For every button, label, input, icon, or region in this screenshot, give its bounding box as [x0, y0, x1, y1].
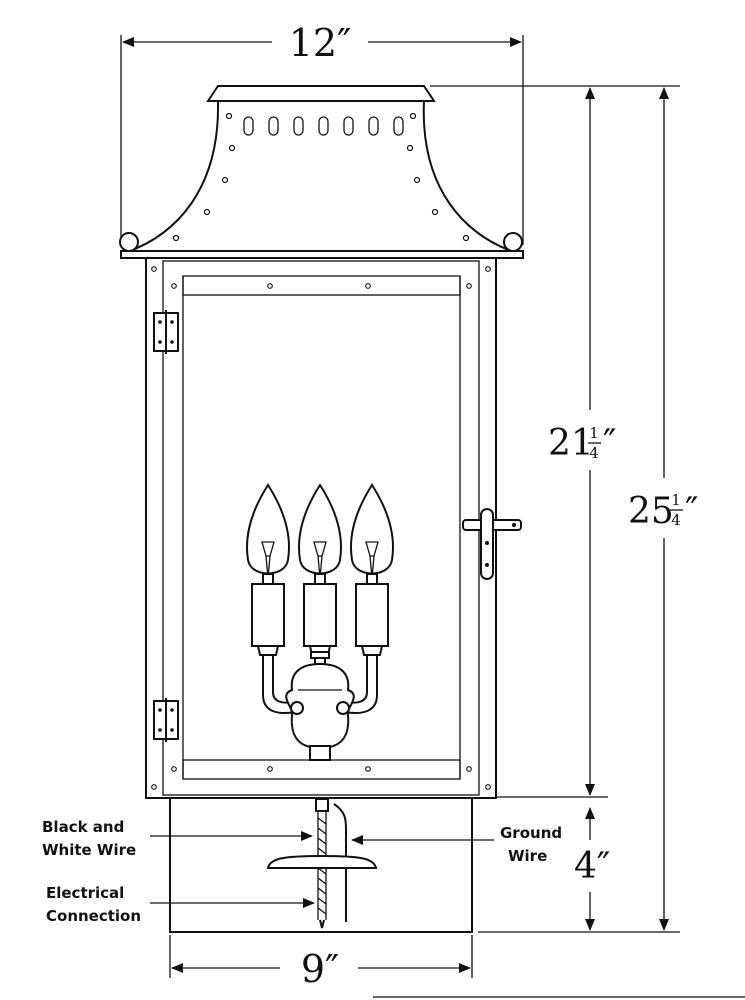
body-rivets: [151, 266, 491, 790]
conduit-nut: [315, 798, 329, 812]
vent-slot: [368, 116, 379, 136]
electrical-connection-label-line1: Electrical: [46, 884, 124, 902]
base-height-dimension: 4″: [574, 807, 610, 931]
vent-slot: [318, 116, 329, 136]
arm-right-outer: [343, 655, 378, 714]
candle-sleeve-center: [303, 583, 337, 647]
center-ring: [310, 651, 330, 659]
hinge-plate: [165, 312, 179, 352]
arm-joint-right: [336, 701, 350, 715]
candle-cup: [360, 645, 384, 656]
vent-slot: [243, 116, 254, 136]
electrical-connection-label-line2: Connection: [46, 907, 141, 925]
socket-neck: [314, 573, 326, 585]
roof-rivets: [172, 112, 470, 242]
door-latch: [462, 508, 522, 580]
bulb-left: [246, 483, 290, 575]
roof-vent-slots: [243, 116, 404, 136]
conduit-tip: [319, 919, 325, 929]
base-height-label: 4″: [574, 846, 610, 887]
socket-neck: [262, 573, 274, 585]
overall-height-unit: ″: [685, 491, 698, 532]
frame-height-whole: 21: [548, 423, 594, 464]
frame-height-unit: ″: [603, 423, 616, 464]
post-mount-base: [169, 797, 473, 933]
black-white-wire-label-line2: White Wire: [42, 841, 136, 859]
overall-height-frac-num: 1: [671, 491, 681, 509]
black-white-wire-label-line1: Black and: [42, 818, 124, 836]
cluster-stem: [309, 745, 331, 761]
overall-height-dimension: 25 1 4 ″: [628, 87, 698, 931]
roof-hood: [126, 100, 515, 253]
top-width-dimension: 12″: [120, 21, 524, 245]
bulb-right: [350, 483, 394, 575]
lantern-roof: [119, 85, 524, 259]
candle-cluster: [246, 483, 394, 761]
frame-height-dimension: 21 1 4 ″: [548, 87, 616, 796]
upper-hinge: [153, 310, 179, 354]
overall-height-whole: 25: [628, 491, 674, 532]
frame-height-frac-num: 1: [589, 424, 599, 442]
arm-joint-left: [290, 701, 304, 715]
overall-height-frac-den: 4: [671, 511, 681, 529]
callout-ground-wire: Ground Wire: [351, 824, 562, 865]
bulb-center: [298, 483, 342, 575]
bottom-crossbar: [182, 759, 461, 780]
lower-hinge: [153, 698, 179, 742]
roof-base-plate: [120, 250, 524, 259]
vent-slot: [293, 116, 304, 136]
top-width-label: 12″: [289, 21, 352, 65]
left-eave-ball: [119, 232, 139, 252]
right-eave-ball: [503, 232, 523, 252]
hinge-plate: [153, 312, 167, 352]
hinge-plate: [153, 700, 167, 740]
vent-slot: [343, 116, 354, 136]
ground-wire-label-line2: Wire: [508, 847, 547, 865]
top-crossbar: [182, 275, 461, 296]
callout-electrical-connection: Electrical Connection: [46, 884, 315, 925]
candle-cup: [256, 645, 280, 656]
vent-slot: [393, 116, 404, 136]
base-width-dimension: 9″: [169, 935, 473, 991]
base-width-label: 9″: [301, 947, 339, 991]
mounting-plate: [266, 854, 378, 869]
candle-sleeve-right: [355, 583, 389, 647]
hinge-plate: [165, 700, 179, 740]
arm-left-outer: [262, 655, 297, 714]
candle-sleeve-left: [251, 583, 285, 647]
ground-wire-label-line1: Ground: [500, 824, 562, 842]
callout-black-white-wire: Black and White Wire: [42, 818, 313, 859]
vent-slot: [268, 116, 279, 136]
frame-height-frac-den: 4: [589, 444, 599, 462]
ground-wire: [333, 803, 347, 922]
socket-neck: [366, 573, 378, 585]
roof-cap: [206, 85, 436, 102]
